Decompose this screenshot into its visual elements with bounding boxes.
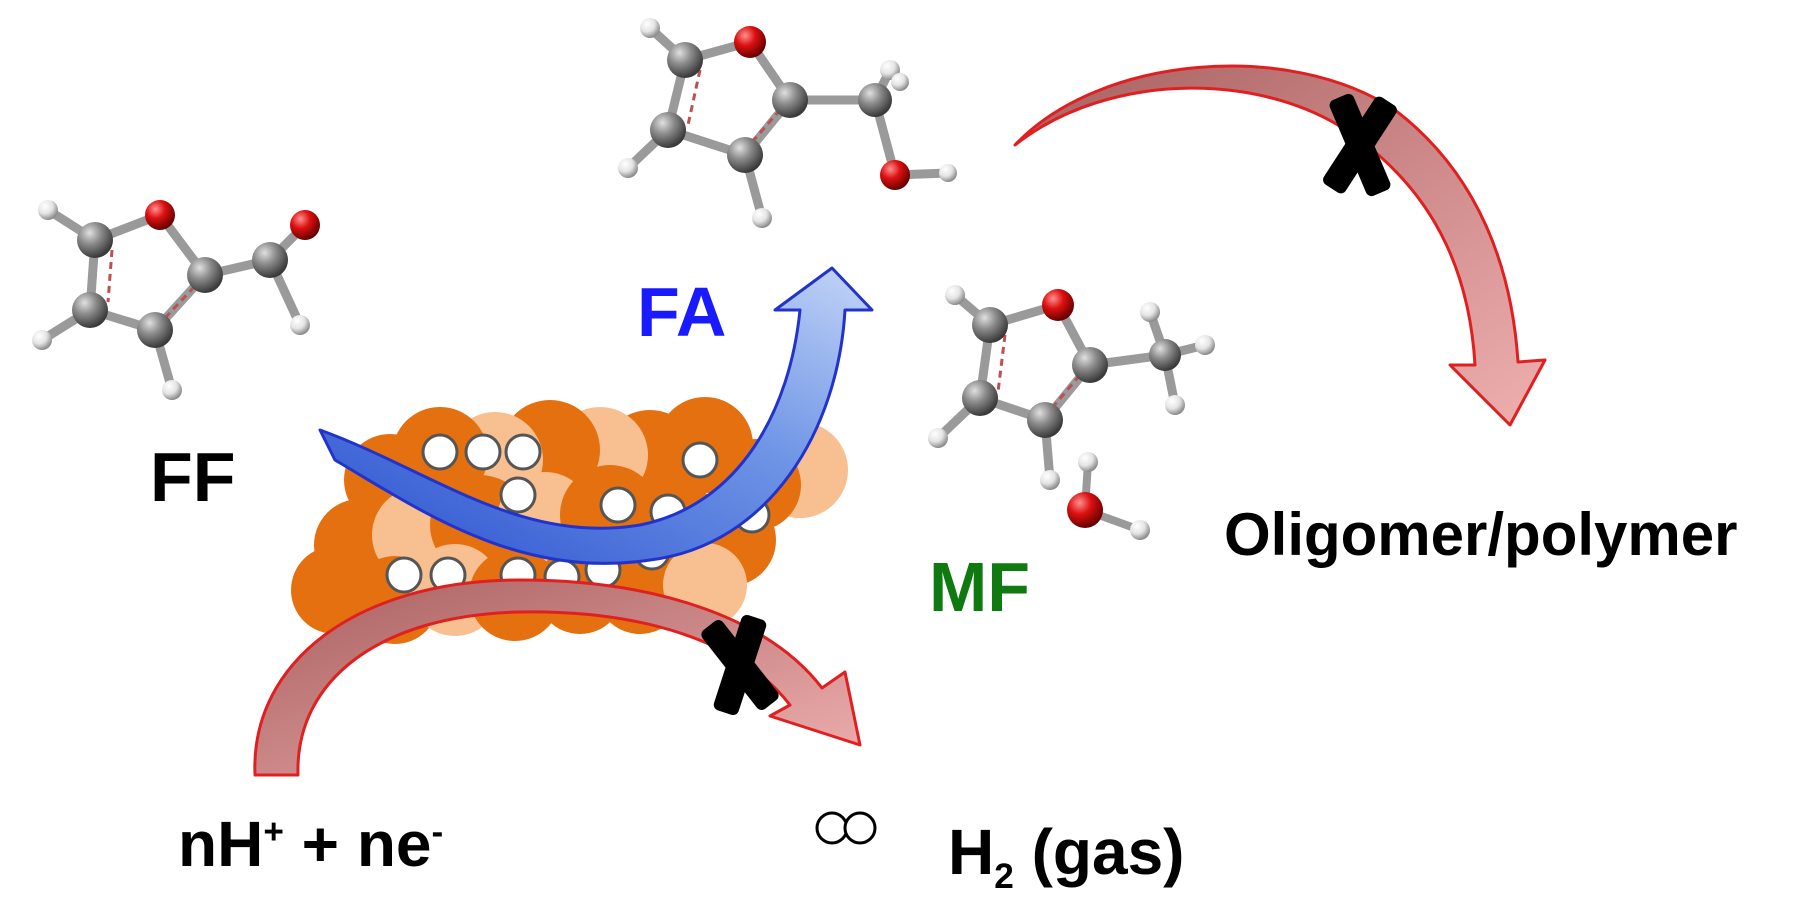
blocked-oligomer-cross-icon xyxy=(1323,93,1397,197)
oligomerization-arrow-red xyxy=(1013,64,1547,427)
methylfuran-molecule-icon xyxy=(928,285,1215,490)
electron-text: + ne xyxy=(283,808,432,880)
proton-charge: + xyxy=(263,812,284,852)
hydrogen-subscript: 2 xyxy=(994,856,1014,896)
furfural-molecule-icon xyxy=(32,200,320,400)
furfural-label: FF xyxy=(150,438,236,516)
hydrogen-gas-label: H2 (gas) xyxy=(948,820,1184,894)
hydrogen-symbol: H xyxy=(948,816,995,888)
electron-charge: - xyxy=(431,812,444,852)
gas-text: (gas) xyxy=(1013,816,1185,888)
proton-text: nH xyxy=(178,808,264,880)
hydrogen-molecule-icon xyxy=(815,811,877,845)
furfuryl-alcohol-label: FA xyxy=(637,273,727,351)
blocked-her-cross-icon xyxy=(701,614,779,716)
proton-electron-label: nH+ + ne- xyxy=(178,812,443,876)
furfuryl-alcohol-molecule-icon xyxy=(618,18,957,228)
methylfuran-label: MF xyxy=(929,548,1031,626)
hydrogenation-arrow-blue xyxy=(318,266,874,565)
water-molecule-icon xyxy=(1067,452,1150,540)
oligomer-polymer-label: Oligomer/polymer xyxy=(1224,501,1738,568)
